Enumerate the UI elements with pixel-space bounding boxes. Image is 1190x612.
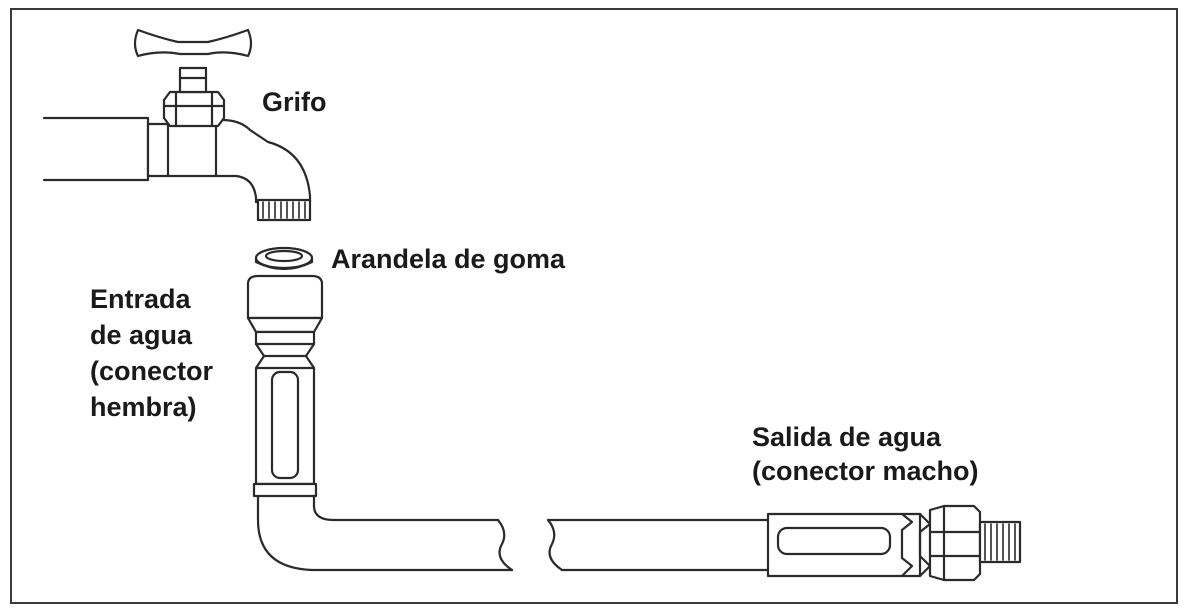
rubber-washer-icon bbox=[254, 246, 314, 271]
label-water-inlet: Entrada de agua (conector hembra) bbox=[90, 281, 213, 425]
faucet-stem bbox=[178, 66, 208, 94]
faucet-icon bbox=[42, 28, 312, 222]
wall-pipe bbox=[42, 116, 150, 182]
label-water-outlet: Salida de agua (conector macho) bbox=[752, 420, 979, 488]
male-connector-nut bbox=[928, 504, 982, 582]
male-connector-thread bbox=[978, 520, 1022, 564]
hose-icon bbox=[246, 274, 1022, 582]
label-rubber-washer: Arandela de goma bbox=[331, 243, 565, 275]
label-water-inlet-line-4: hembra) bbox=[90, 392, 197, 422]
label-water-inlet-line-2: de agua bbox=[90, 320, 193, 350]
faucet-spout bbox=[146, 118, 312, 204]
label-faucet-text: Grifo bbox=[262, 87, 327, 117]
faucet-thread bbox=[256, 198, 312, 222]
label-rubber-washer-text: Arandela de goma bbox=[331, 244, 566, 274]
label-water-outlet-line-1: Salida de agua bbox=[752, 422, 942, 452]
label-water-inlet-line-1: Entrada bbox=[90, 284, 191, 314]
faucet-handle bbox=[133, 28, 253, 58]
hose-elbow bbox=[256, 494, 514, 572]
female-connector-nut bbox=[246, 274, 324, 320]
label-faucet: Grifo bbox=[262, 86, 327, 118]
faucet-nut bbox=[162, 90, 226, 128]
hose-segment bbox=[546, 518, 770, 572]
label-water-inlet-line-3: (conector bbox=[90, 356, 214, 386]
label-water-outlet-line-2: (conector macho) bbox=[752, 456, 979, 486]
